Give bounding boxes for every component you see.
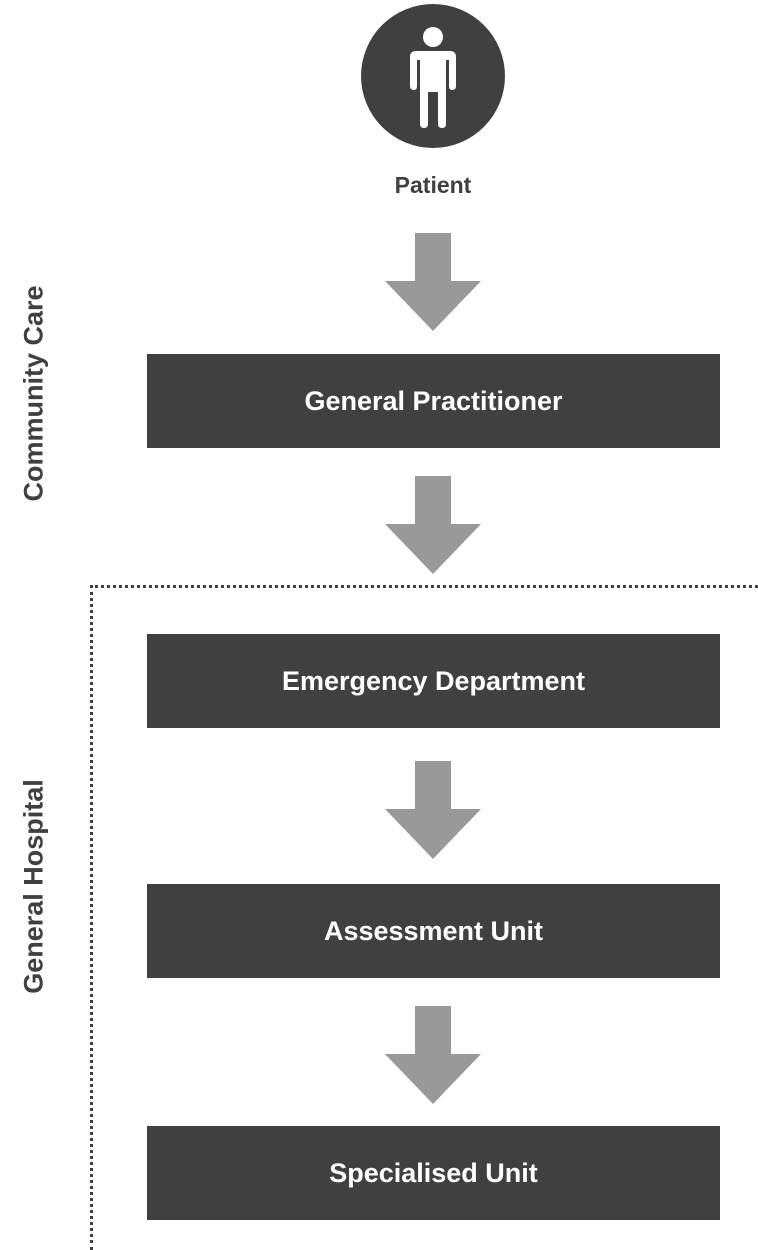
flow-arrow-down-icon (385, 1006, 481, 1104)
patient-label: Patient (394, 172, 472, 198)
step-emergency-department: Emergency Department (147, 634, 720, 728)
step-assessment-unit: Assessment Unit (147, 884, 720, 978)
flow-arrow-down-icon (385, 476, 481, 574)
section-label-general-hospital: General Hospital (18, 779, 49, 994)
flow-arrow-down-icon (385, 233, 481, 331)
step-specialised-unit: Specialised Unit (147, 1126, 720, 1220)
patient-person-icon (361, 4, 505, 148)
flow-arrow-down-icon (385, 761, 481, 859)
step-general-practitioner: General Practitioner (147, 354, 720, 448)
section-label-community-care: Community Care (18, 285, 49, 502)
general-hospital-boundary (90, 585, 758, 1250)
